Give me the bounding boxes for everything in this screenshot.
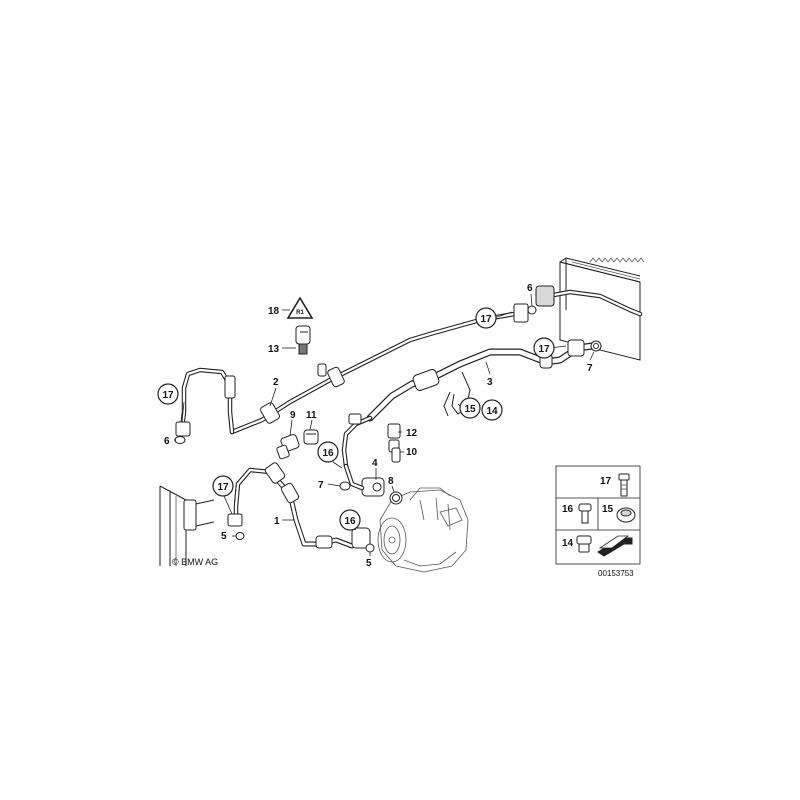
o-ring-5-left [235, 532, 245, 540]
pipe-3 [341, 339, 596, 469]
part-10-valve [391, 447, 401, 463]
callout-7-right: 7 [587, 363, 593, 374]
callout-16-mid: 16 [322, 448, 334, 459]
legend-box: 17 16 15 14 [555, 465, 641, 565]
callout-6-right: 6 [527, 283, 533, 294]
callout-5-left: 5 [221, 531, 227, 542]
callout-17-left: 17 [162, 390, 174, 401]
legend-grommet-15 [616, 507, 636, 523]
callout-11: 11 [306, 410, 317, 421]
o-ring-6-right [527, 305, 537, 315]
compressor [377, 487, 469, 573]
legend-label-15: 15 [602, 504, 614, 515]
copyright: © BMW AG [172, 557, 218, 567]
leader-lines [174, 293, 595, 556]
part-13-pressure-switch [295, 325, 311, 355]
radiator [159, 485, 215, 566]
legend-label-14: 14 [562, 538, 574, 549]
legend-nut-14 [576, 535, 592, 553]
o-ring-6-left [174, 436, 186, 444]
part-9-valve-cap [276, 434, 300, 460]
legend-screw-16 [578, 503, 592, 524]
callout-12: 12 [406, 428, 418, 439]
condenser-fins [589, 257, 645, 263]
callout-14: 14 [486, 406, 498, 417]
legend-label-16: 16 [562, 504, 574, 515]
callout-13: 13 [268, 344, 280, 355]
condenser [559, 257, 645, 361]
part-18-warning-label: R1 [286, 296, 314, 319]
callout-17-right: 17 [538, 344, 550, 355]
callout-6-left: 6 [164, 436, 170, 447]
callout-5-lower: 5 [366, 558, 372, 569]
callout-labels: 18 13 2 9 11 12 10 7 4 8 1 5 5 6 6 3 7 1… [157, 283, 593, 569]
callout-18: 18 [268, 306, 280, 317]
part-4-connector [343, 463, 385, 497]
callout-15: 15 [464, 404, 476, 415]
o-ring-7-lower [339, 481, 351, 491]
callout-10: 10 [406, 447, 418, 458]
callout-9: 9 [290, 410, 296, 421]
legend-label-17: 17 [600, 476, 612, 487]
callout-4: 4 [372, 458, 378, 469]
callout-8: 8 [388, 476, 394, 487]
o-ring-8 [389, 491, 403, 505]
callout-2: 2 [273, 377, 279, 388]
callout-16-lower: 16 [344, 516, 356, 527]
callout-1: 1 [274, 516, 280, 527]
o-ring-5-lower [365, 543, 375, 553]
callout-3: 3 [487, 377, 493, 388]
part-11-valve-cap [303, 429, 319, 445]
pipe-1 [227, 462, 371, 549]
pipe-top-long [175, 285, 643, 437]
callout-17-lower-left: 17 [217, 482, 229, 493]
svg-text:R1: R1 [296, 310, 304, 316]
callout-7-lower: 7 [318, 480, 324, 491]
callout-17-top: 17 [480, 314, 492, 325]
legend-bolt-17 [618, 473, 630, 497]
o-ring-7-right [590, 340, 602, 352]
legend-arrow-icon [597, 535, 633, 557]
reference-number: 00153753 [598, 569, 634, 578]
